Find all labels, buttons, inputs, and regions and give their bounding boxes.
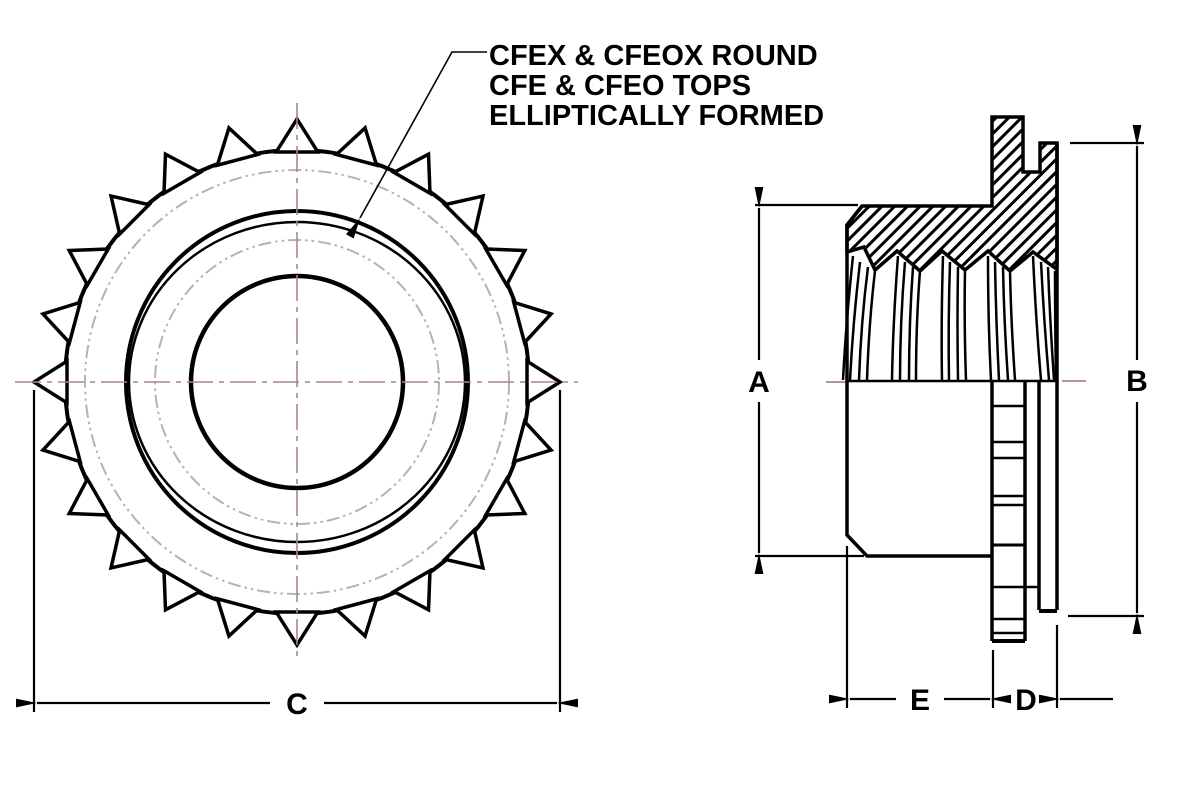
dimension-d	[1039, 625, 1113, 708]
dimension-b	[1068, 125, 1144, 634]
dim-b-label: B	[1126, 365, 1148, 398]
side-view: A B E D	[748, 115, 1148, 717]
dim-d-label: D	[1015, 684, 1037, 717]
flange-section-hatch	[845, 115, 1059, 274]
annotation-line-2: CFE & CFEO TOPS	[489, 70, 751, 102]
dim-e-label: E	[910, 684, 930, 717]
annotation: CFEX & CFEOX ROUND CFE & CFEO TOPS ELLIP…	[345, 40, 824, 239]
pilot-serrations	[990, 381, 1039, 643]
dimension-e	[829, 546, 1011, 708]
dimension-c	[16, 390, 578, 712]
shank-outline	[845, 204, 992, 558]
annotation-line-3: ELLIPTICALLY FORMED	[489, 100, 824, 132]
dimension-a	[754, 187, 864, 574]
dim-c-label: C	[286, 688, 308, 721]
leader-line	[345, 51, 487, 239]
annotation-line-1: CFEX & CFEOX ROUND	[489, 40, 818, 72]
dim-a-label: A	[748, 366, 770, 399]
front-view: C	[15, 103, 578, 721]
thread-profile	[841, 255, 1058, 381]
clinch-flange-disc	[1037, 143, 1059, 613]
